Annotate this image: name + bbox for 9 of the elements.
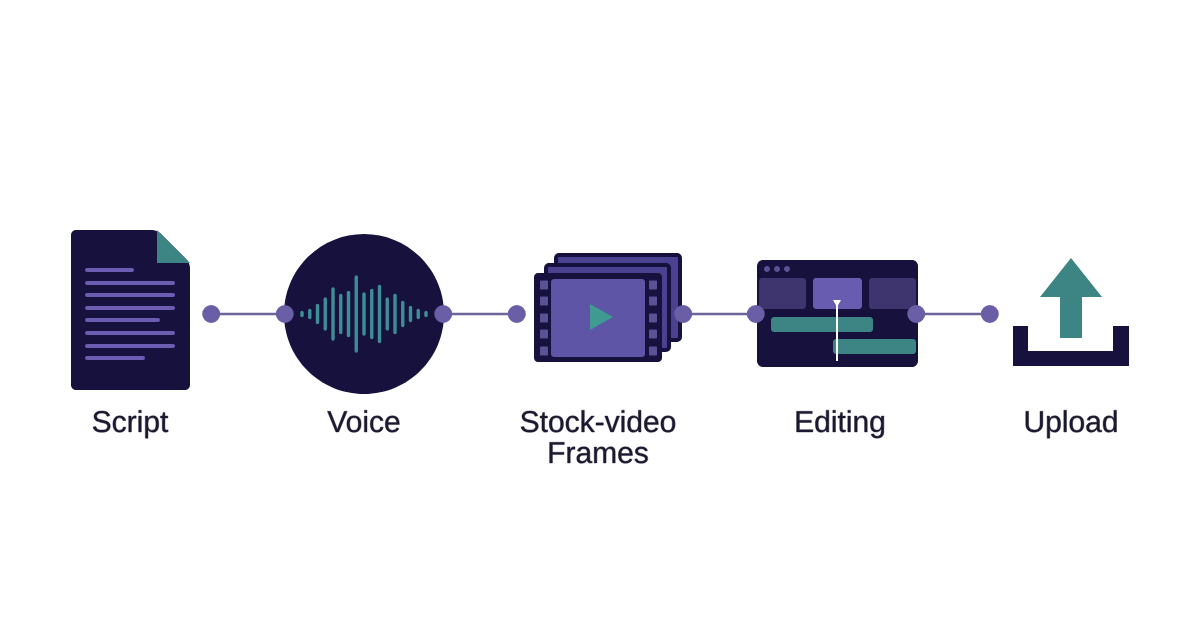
connector (907, 305, 999, 323)
step-label: Editing (796, 410, 884, 439)
step-label: Upload (1025, 410, 1117, 439)
connector (674, 305, 765, 323)
connector (202, 305, 294, 323)
connector (434, 305, 526, 323)
step-label: Stock-video Frames (520, 410, 676, 464)
step-label: Script (93, 410, 169, 439)
step-label: Voice (327, 410, 400, 433)
